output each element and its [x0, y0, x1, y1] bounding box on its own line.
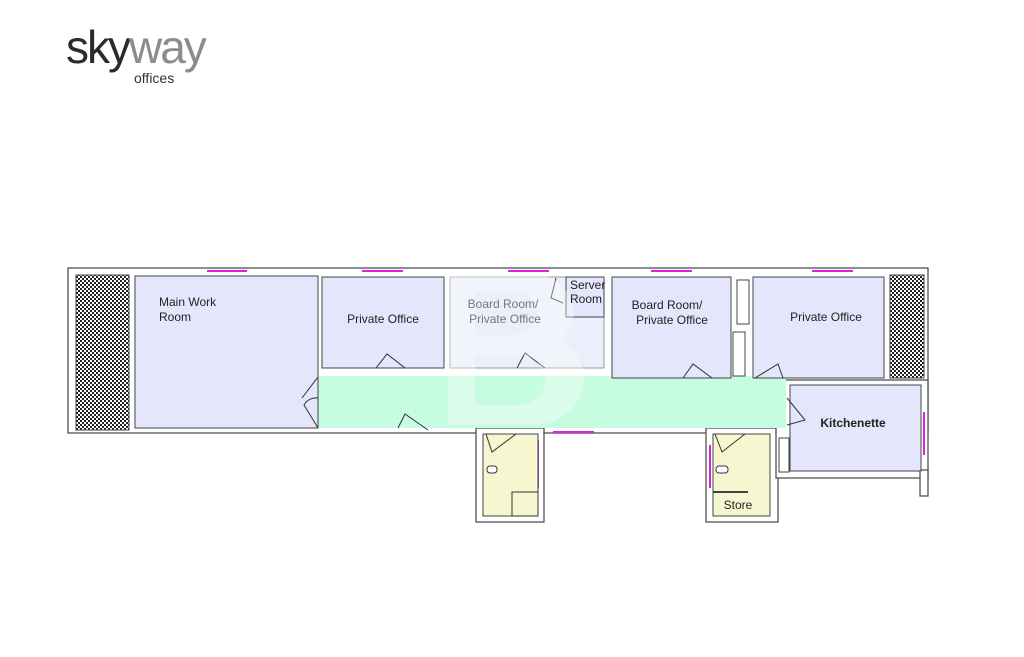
board-room-1-label: Private Office [469, 312, 541, 326]
private-office-2-label: Private Office [790, 310, 862, 324]
server-room-label: Room [570, 292, 602, 306]
main-work-room-label: Room [159, 310, 191, 324]
logo-offices: offices [134, 70, 175, 86]
server-room[interactable] [565, 276, 605, 318]
cupboard [736, 279, 750, 325]
private-office-1[interactable] [321, 276, 445, 369]
cupboard [732, 331, 746, 377]
server-room-label: Server [570, 278, 605, 292]
shower [511, 491, 539, 517]
windows [207, 270, 925, 488]
logo-sky: sky [66, 21, 131, 73]
wall-stub [919, 469, 929, 497]
watermark-b-icon [448, 271, 584, 426]
balcony-right [889, 274, 925, 379]
corridor [318, 376, 786, 428]
board-room-2-label: Board Room/ [632, 298, 703, 312]
main-work-room-label: Main Work [159, 295, 217, 309]
kitchenette-label: Kitchenette [820, 416, 886, 430]
main-work-room[interactable] [134, 275, 319, 429]
board-room-1-label: Board Room/ [468, 297, 539, 311]
toilet-icon [715, 465, 729, 474]
board-room-2-label: Private Office [636, 313, 708, 327]
doors [301, 277, 806, 453]
wc-2[interactable] [712, 433, 771, 517]
kitchen-counter [778, 437, 790, 473]
private-office-2[interactable] [752, 276, 885, 379]
board-room-2[interactable] [611, 276, 732, 379]
kitchenette[interactable] [789, 384, 922, 472]
logo-way: way [129, 21, 207, 73]
skyway-offices-logo: skyway offices [66, 24, 226, 90]
private-office-1-label: Private Office [347, 312, 419, 326]
toilet-icon [486, 465, 498, 474]
store-label: Store [724, 498, 753, 512]
balcony-left [75, 274, 130, 431]
